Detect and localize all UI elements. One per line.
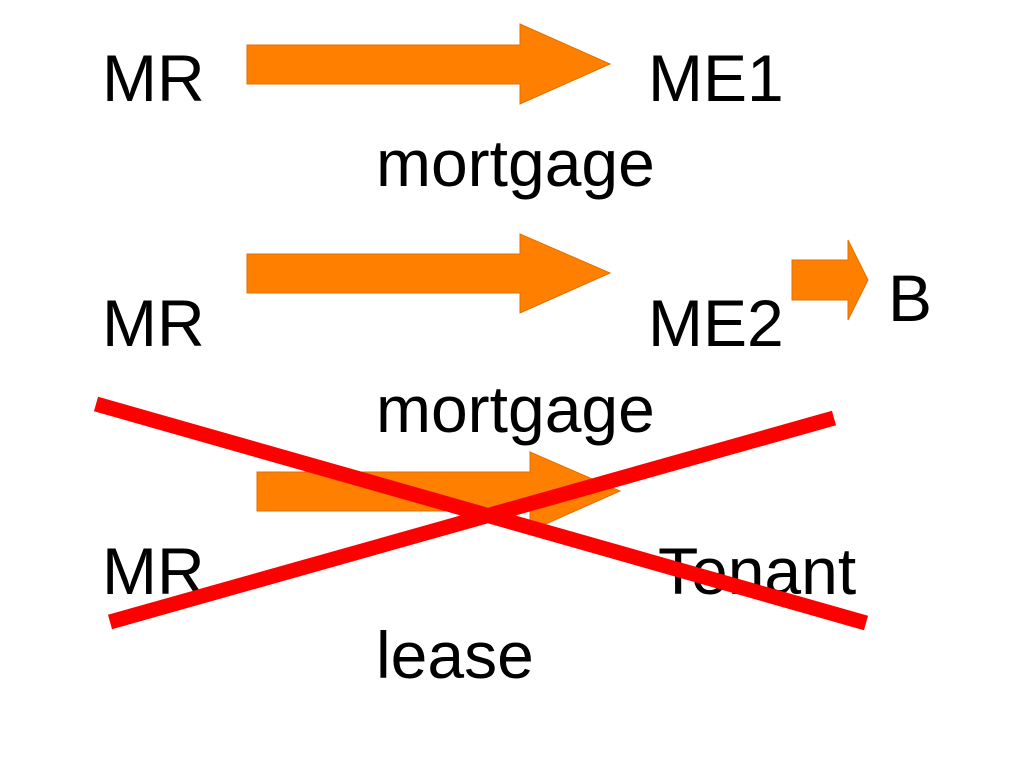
arrow-row1	[246, 23, 612, 105]
row3-relation-label: lease	[376, 618, 534, 692]
arrow-row2	[246, 233, 612, 314]
row2-from-label: MR	[102, 286, 205, 360]
row2-extra-label: B	[888, 261, 933, 335]
arrow-row3	[256, 451, 622, 532]
row1-relation-label: mortgage	[376, 126, 655, 200]
arrow-small-to-b	[791, 239, 869, 321]
row1-to-label: ME1	[648, 41, 784, 115]
row2-to-label: ME2	[648, 286, 784, 360]
row2-relation-label: mortgage	[376, 372, 655, 446]
row1-from-label: MR	[102, 41, 205, 115]
cross-line-2	[107, 410, 837, 630]
